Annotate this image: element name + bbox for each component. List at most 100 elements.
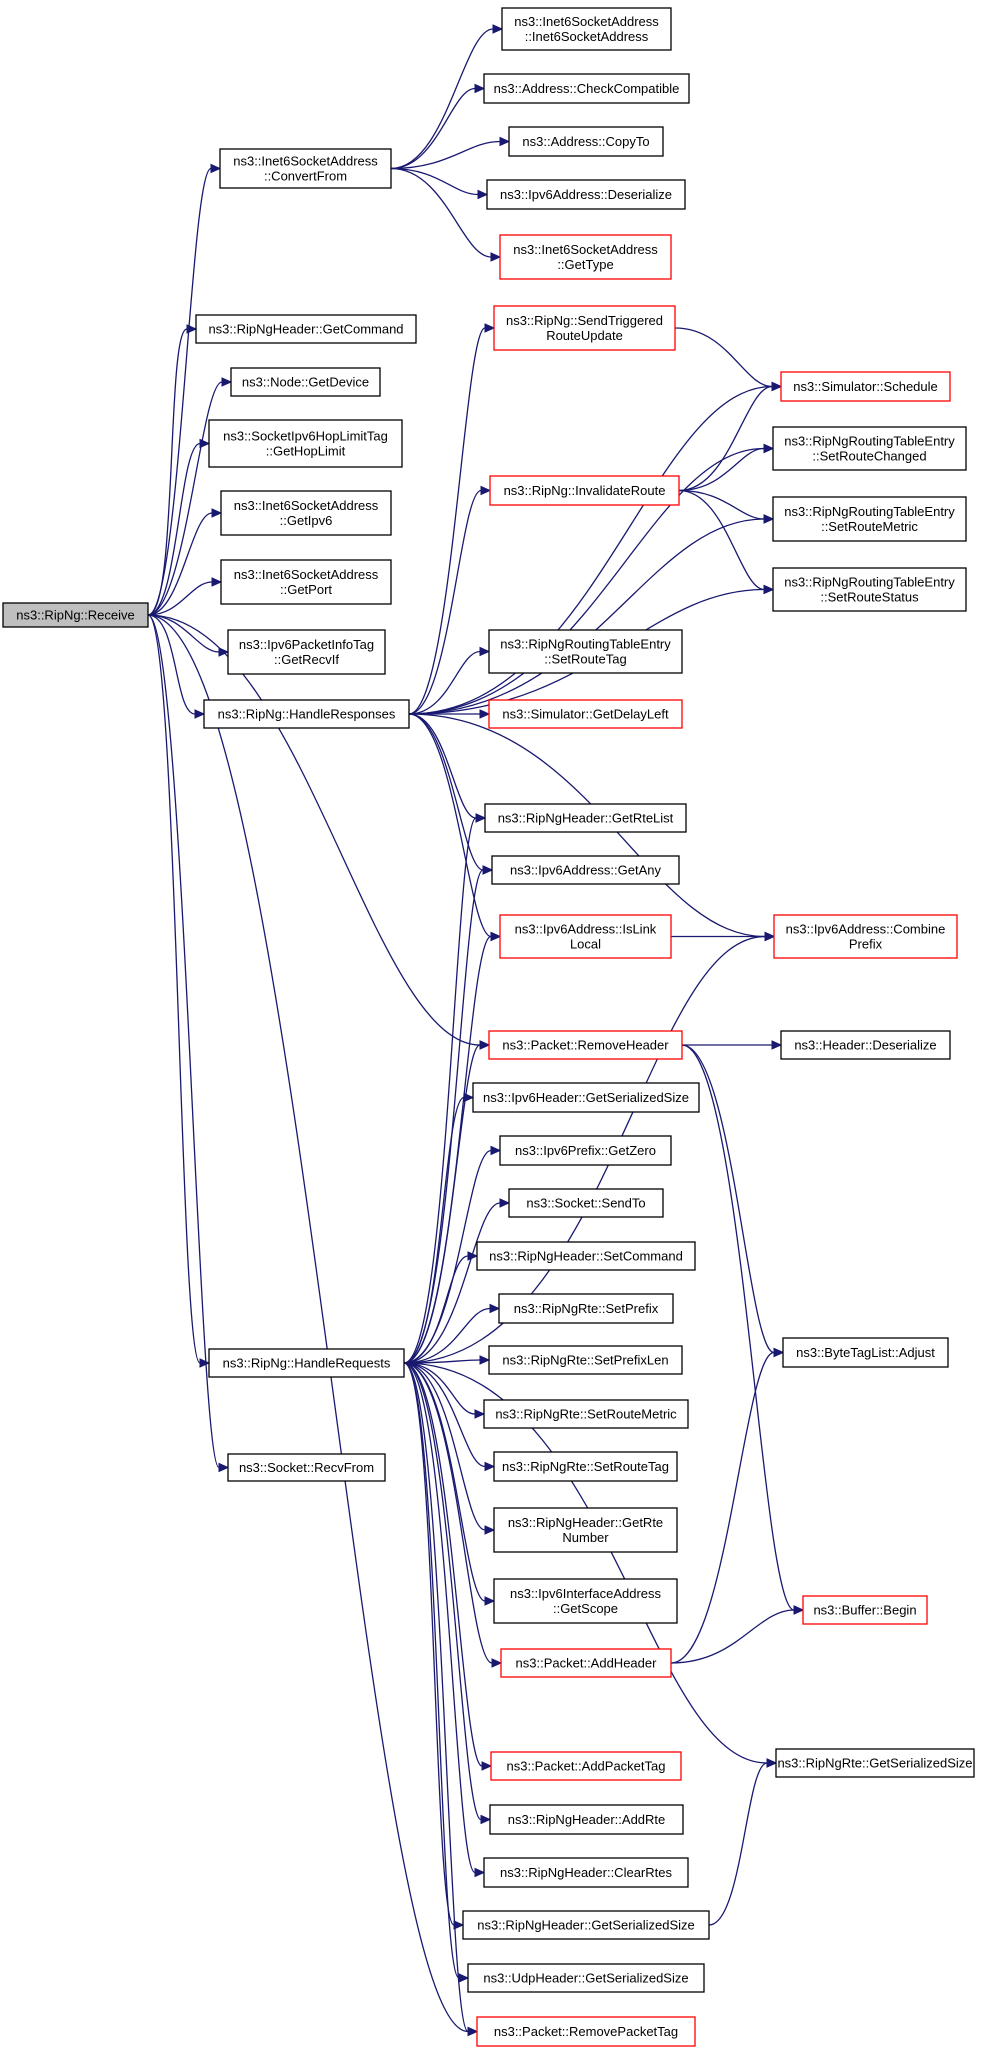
arrowhead-icon bbox=[490, 252, 502, 262]
node-getdelayleft[interactable]: ns3::Simulator::GetDelayLeft bbox=[488, 699, 683, 729]
edge-line bbox=[678, 447, 765, 492]
node-convertfrom[interactable]: ns3::Inet6SocketAddress::ConvertFrom bbox=[219, 148, 392, 189]
node-getrecvif[interactable]: ns3::Ipv6PacketInfoTag::GetRecvIf bbox=[227, 629, 386, 675]
node-getrtelist[interactable]: ns3::RipNgHeader::GetRteList bbox=[484, 803, 687, 833]
call-edge bbox=[147, 163, 222, 616]
arrowhead-icon bbox=[475, 813, 487, 823]
node-headerdeserialize[interactable]: ns3::Header::Deserialize bbox=[780, 1030, 951, 1060]
call-edge bbox=[408, 485, 492, 715]
edge-line bbox=[403, 1255, 469, 1364]
edge-line bbox=[147, 512, 213, 616]
arrowhead-icon bbox=[479, 646, 491, 657]
arrowhead-icon bbox=[492, 24, 504, 34]
call-edge bbox=[390, 167, 502, 262]
node-checkcompatible[interactable]: ns3::Address::CheckCompatible bbox=[483, 73, 690, 104]
node-gethoplimit[interactable]: ns3::SocketIpv6HopLimitTag::GetHopLimit bbox=[208, 419, 403, 468]
node-handlerequests[interactable]: ns3::RipNg::HandleRequests bbox=[208, 1348, 405, 1378]
node-addrte[interactable]: ns3::RipNgHeader::AddRte bbox=[489, 1804, 684, 1835]
node-invalidateroute[interactable]: ns3::RipNg::InvalidateRoute bbox=[489, 475, 680, 506]
node-box bbox=[773, 914, 958, 959]
node-ipv6headersize[interactable]: ns3::Ipv6Header::GetSerializedSize bbox=[472, 1082, 700, 1113]
call-edge bbox=[403, 1362, 492, 1825]
node-copyto[interactable]: ns3::Address::CopyTo bbox=[508, 126, 664, 157]
arrowhead-icon bbox=[499, 1198, 511, 1208]
node-box bbox=[467, 1963, 705, 1993]
arrowhead-icon bbox=[477, 189, 489, 200]
node-getipv6[interactable]: ns3::Inet6SocketAddress::GetIpv6 bbox=[220, 490, 392, 536]
node-handleresponses[interactable]: ns3::RipNg::HandleResponses bbox=[203, 699, 410, 729]
node-rte_setroutetag[interactable]: ns3::RipNgRte::SetRouteTag bbox=[493, 1451, 678, 1482]
edge-line bbox=[403, 1202, 501, 1364]
node-setroutechanged[interactable]: ns3::RipNgRoutingTableEntry::SetRouteCha… bbox=[772, 426, 967, 471]
node-udp_getserializedsize[interactable]: ns3::UdpHeader::GetSerializedSize bbox=[467, 1963, 705, 1993]
node-setprefixlen[interactable]: ns3::RipNgRte::SetPrefixLen bbox=[488, 1345, 683, 1375]
node-rte_setroutemetric[interactable]: ns3::RipNgRte::SetRouteMetric bbox=[483, 1399, 689, 1429]
arrowhead-icon bbox=[458, 1973, 470, 1983]
node-getscope[interactable]: ns3::Ipv6InterfaceAddress::GetScope bbox=[493, 1578, 678, 1624]
node-recvfrom[interactable]: ns3::Socket::RecvFrom bbox=[227, 1453, 386, 1482]
arrowhead-icon bbox=[467, 1251, 479, 1261]
node-label: ns3::Ipv6Address::IsLink bbox=[515, 922, 657, 937]
call-edge bbox=[390, 136, 511, 170]
node-label: ::Inet6SocketAddress bbox=[525, 29, 649, 44]
node-label: ns3::Packet::AddPacketTag bbox=[507, 1759, 666, 1774]
node-label: ns3::RipNgHeader::GetRte bbox=[508, 1515, 663, 1530]
node-addheader[interactable]: ns3::Packet::AddHeader bbox=[500, 1648, 672, 1678]
arrowhead-icon bbox=[489, 1303, 501, 1314]
node-rte_getserializedsize[interactable]: ns3::RipNgRte::GetSerializedSize bbox=[775, 1748, 975, 1778]
node-box bbox=[782, 1337, 949, 1368]
node-receive[interactable]: ns3::RipNg::Receive bbox=[2, 602, 149, 628]
node-schedule[interactable]: ns3::Simulator::Schedule bbox=[780, 371, 951, 402]
edge-line bbox=[670, 1351, 775, 1664]
node-setroutetag_e[interactable]: ns3::RipNgRoutingTableEntry::SetRouteTag bbox=[488, 629, 683, 674]
node-setroutestatus[interactable]: ns3::RipNgRoutingTableEntry::SetRouteSta… bbox=[772, 567, 967, 612]
node-bufferbegin[interactable]: ns3::Buffer::Begin bbox=[802, 1595, 928, 1625]
node-label: ns3::RipNgRte::SetRouteTag bbox=[502, 1459, 669, 1474]
node-clearrtes[interactable]: ns3::RipNgHeader::ClearRtes bbox=[483, 1857, 689, 1888]
call-edge bbox=[408, 713, 494, 875]
node-label: ns3::Simulator::GetDelayLeft bbox=[502, 707, 669, 722]
node-removeheader[interactable]: ns3::Packet::RemoveHeader bbox=[488, 1030, 683, 1060]
call-edge bbox=[390, 24, 504, 170]
call-edge bbox=[403, 931, 502, 1364]
node-getzero[interactable]: ns3::Ipv6Prefix::GetZero bbox=[499, 1135, 672, 1166]
edge-line bbox=[403, 1362, 476, 1874]
call-edge bbox=[670, 1347, 785, 1664]
node-gettype[interactable]: ns3::Inet6SocketAddress::GetType bbox=[499, 234, 672, 280]
edge-line bbox=[408, 713, 484, 871]
node-setroutemetric_e[interactable]: ns3::RipNgRoutingTableEntry::SetRouteMet… bbox=[772, 496, 967, 542]
node-inet6ctor[interactable]: ns3::Inet6SocketAddress::Inet6SocketAddr… bbox=[501, 7, 672, 51]
node-adjust[interactable]: ns3::ByteTagList::Adjust bbox=[782, 1337, 949, 1368]
edge-line bbox=[403, 1362, 483, 1767]
call-edge bbox=[147, 614, 211, 1368]
call-edge bbox=[403, 813, 487, 1364]
arrowhead-icon bbox=[479, 1355, 491, 1365]
arrowhead-icon bbox=[453, 1920, 465, 1930]
node-getany[interactable]: ns3::Ipv6Address::GetAny bbox=[491, 855, 680, 885]
node-getcommand[interactable]: ns3::RipNgHeader::GetCommand bbox=[195, 314, 417, 344]
call-edge bbox=[147, 614, 230, 1473]
node-removepackettag[interactable]: ns3::Packet::RemovePacketTag bbox=[476, 2016, 696, 2047]
edge-line bbox=[390, 167, 492, 258]
node-sendto[interactable]: ns3::Socket::SendTo bbox=[508, 1188, 664, 1218]
call-edge bbox=[390, 167, 489, 200]
arrowhead-icon bbox=[490, 1145, 502, 1156]
node-addpackettag[interactable]: ns3::Packet::AddPacketTag bbox=[490, 1751, 682, 1781]
call-edge bbox=[408, 646, 491, 715]
node-getdevice[interactable]: ns3::Node::GetDevice bbox=[230, 367, 381, 397]
node-getport[interactable]: ns3::Inet6SocketAddress::GetPort bbox=[220, 559, 392, 605]
node-hdr_getserializedsize[interactable]: ns3::RipNgHeader::GetSerializedSize bbox=[462, 1910, 710, 1940]
call-edge bbox=[147, 614, 491, 1050]
call-edge bbox=[403, 1362, 496, 1535]
node-setprefix[interactable]: ns3::RipNgRte::SetPrefix bbox=[498, 1293, 674, 1324]
node-setcommand[interactable]: ns3::RipNgHeader::SetCommand bbox=[476, 1241, 696, 1271]
node-ipv6deserialize[interactable]: ns3::Ipv6Address::Deserialize bbox=[486, 179, 686, 210]
node-label: ns3::Buffer::Begin bbox=[813, 1603, 916, 1618]
call-edge bbox=[147, 324, 198, 616]
node-label: RouteUpdate bbox=[546, 328, 623, 343]
arrowhead-icon bbox=[211, 577, 223, 587]
